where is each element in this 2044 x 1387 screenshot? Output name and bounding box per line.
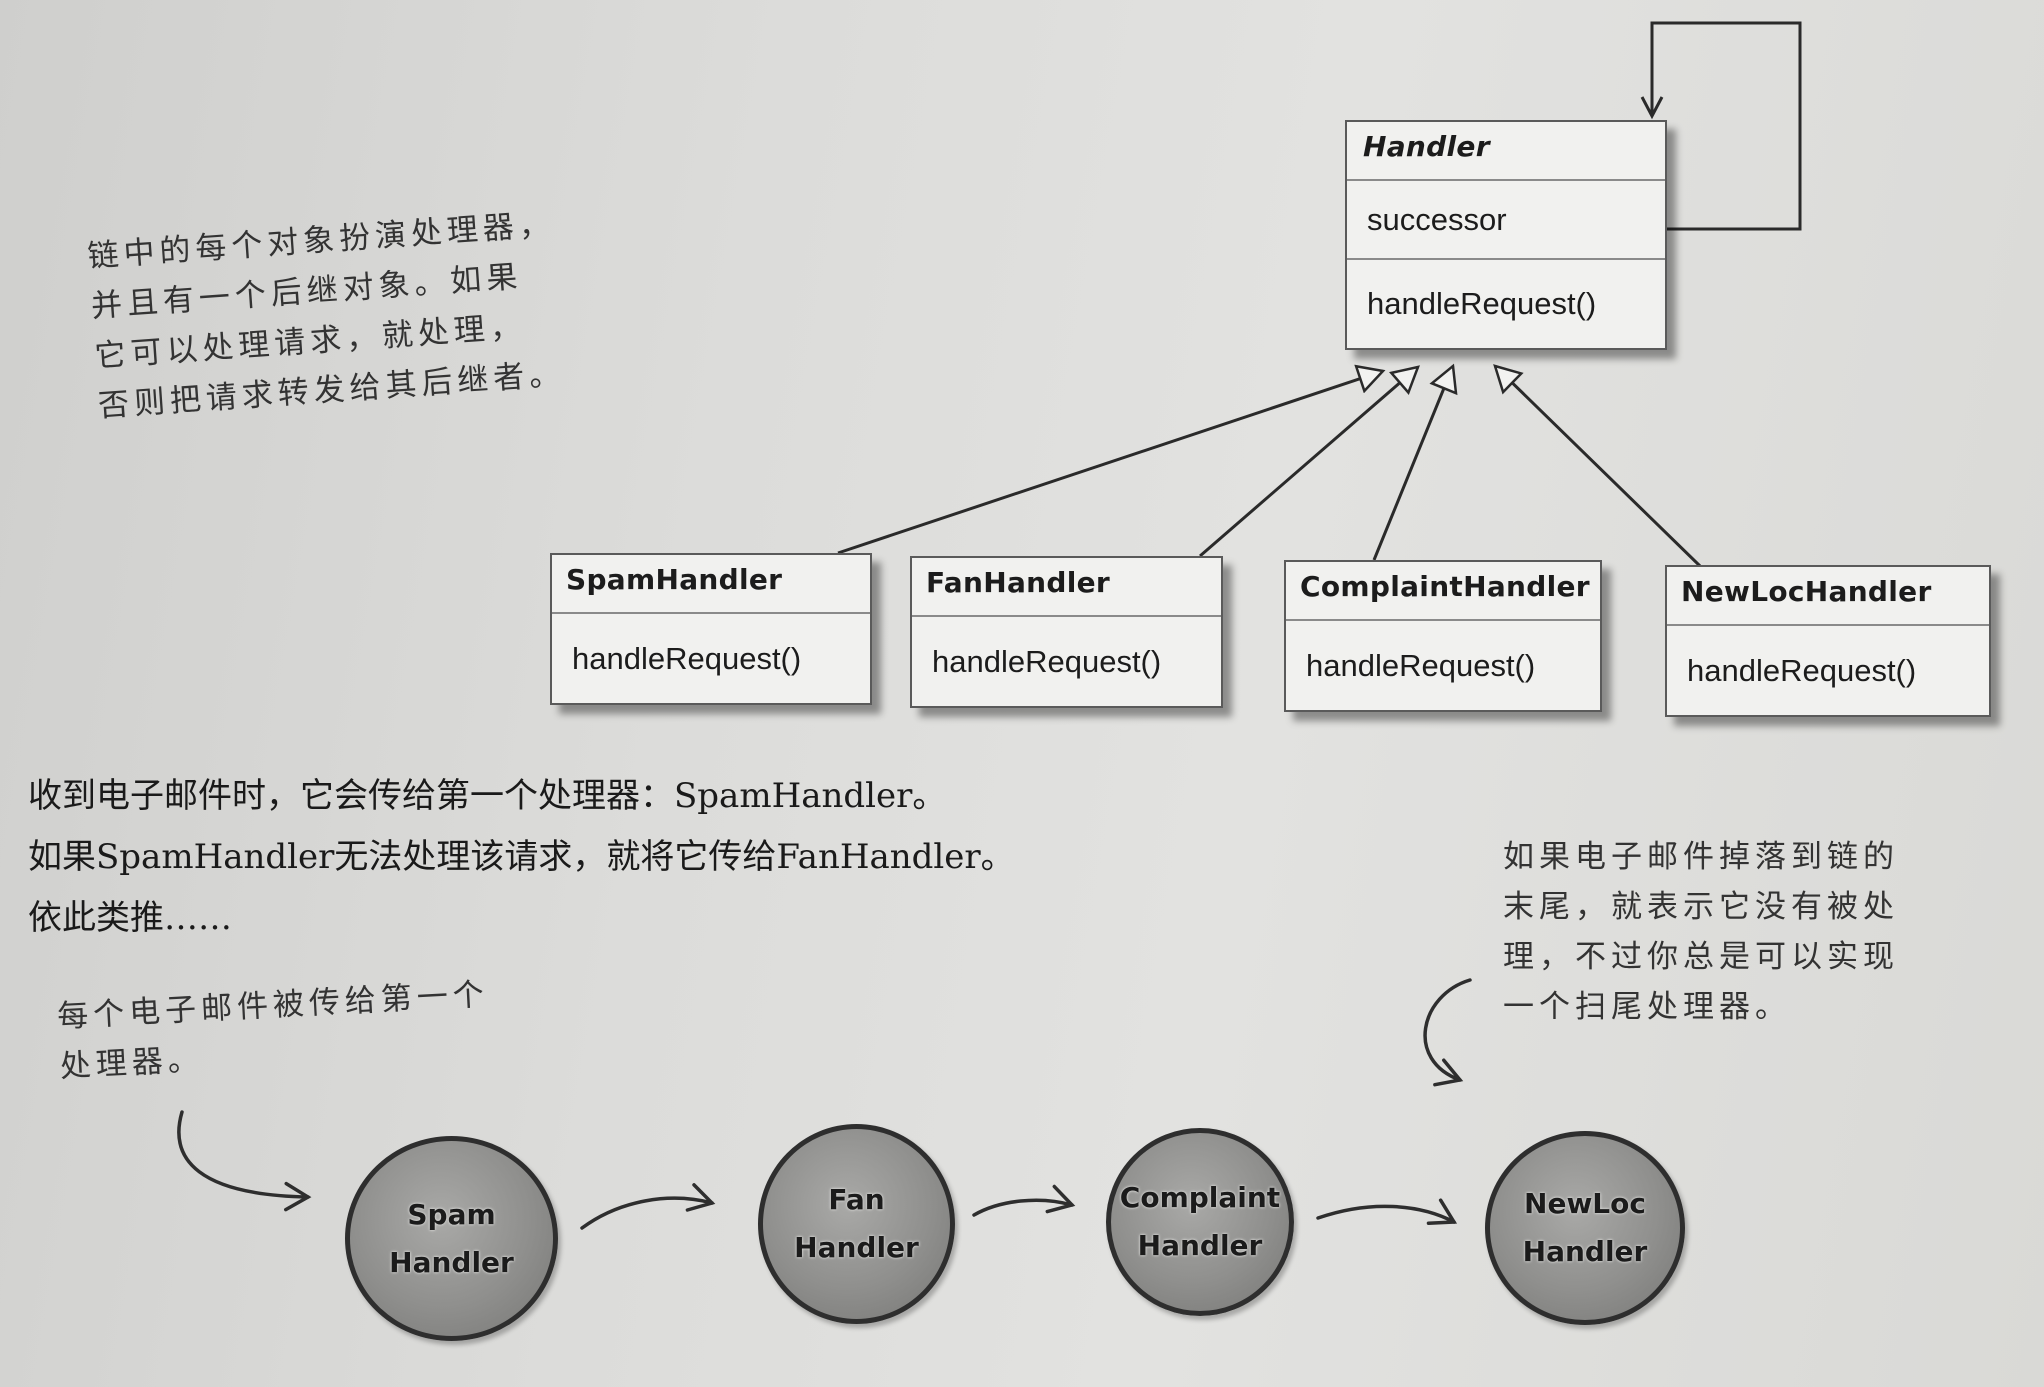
chain-node-label: Handler bbox=[794, 1231, 919, 1264]
newloc-handler-method: handleRequest() bbox=[1687, 652, 1917, 688]
chain-node-fan: Fan Handler bbox=[758, 1124, 955, 1324]
note-chain-role: 链中的每个对象扮演处理器， 并且有一个后继对象。如果 它可以处理请求，就处理， … bbox=[86, 199, 567, 431]
complaint-handler-method: handleRequest() bbox=[1306, 647, 1536, 683]
body-text-line: 依此类推…… bbox=[28, 898, 232, 938]
body-text-line: 收到电子邮件时，它会传给第一个处理器：SpamHandler。 bbox=[28, 776, 947, 816]
newloc-handler-name: NewLocHandler bbox=[1667, 567, 1989, 626]
chain-node-spam: Spam Handler bbox=[345, 1136, 558, 1341]
fan-handler-name: FanHandler bbox=[912, 558, 1221, 617]
inherit-fan bbox=[1199, 367, 1418, 558]
fan-handler-class: FanHandler handleRequest() bbox=[910, 556, 1223, 708]
chain-node-label: NewLoc bbox=[1524, 1187, 1646, 1220]
complaint-handler-class: ComplaintHandler handleRequest() bbox=[1284, 560, 1602, 712]
handler-class: Handler successor handleRequest() bbox=[1345, 120, 1667, 350]
chain-node-label: Handler bbox=[1137, 1229, 1263, 1262]
complaint-handler-name: ComplaintHandler bbox=[1286, 562, 1600, 621]
chain-arrow-3 bbox=[1316, 1198, 1458, 1225]
chain-arrow-2 bbox=[972, 1184, 1076, 1217]
chain-node-label: Spam bbox=[407, 1197, 496, 1231]
note-end-of-chain-line: 末尾，就表示它没有被处 bbox=[1503, 889, 1899, 925]
body-text-line: 如果SpamHandler无法处理该请求，就将它传给FanHandler。 bbox=[28, 837, 1015, 877]
inherit-spam bbox=[837, 371, 1383, 555]
chain-node-label: Handler bbox=[1522, 1235, 1648, 1268]
inherit-newloc bbox=[1495, 366, 1702, 568]
note-arrow-end bbox=[1423, 978, 1472, 1087]
newloc-handler-class: NewLocHandler handleRequest() bbox=[1665, 565, 1991, 717]
chain-node-label: Complaint bbox=[1119, 1181, 1281, 1214]
handler-class-name: Handler bbox=[1347, 122, 1665, 181]
note-arrow-first bbox=[177, 1110, 312, 1212]
chain-arrow-1 bbox=[580, 1183, 716, 1230]
note-end-of-chain: 如果电子邮件掉落到链的 末尾，就表示它没有被处 理，不过你总是可以实现 一个扫尾… bbox=[1503, 832, 1899, 1032]
spam-handler-class: SpamHandler handleRequest() bbox=[550, 553, 872, 705]
spam-handler-name: SpamHandler bbox=[552, 555, 870, 614]
note-end-of-chain-line: 理，不过你总是可以实现 bbox=[1503, 939, 1899, 975]
spam-handler-method: handleRequest() bbox=[572, 640, 802, 676]
handler-method: handleRequest() bbox=[1367, 286, 1597, 321]
inherit-complaint bbox=[1372, 366, 1453, 561]
handler-attribute: successor bbox=[1347, 181, 1665, 260]
chain-node-label: Handler bbox=[389, 1245, 514, 1279]
fan-handler-method: handleRequest() bbox=[932, 643, 1162, 679]
chain-node-newloc: NewLoc Handler bbox=[1485, 1131, 1685, 1325]
note-end-of-chain-line: 如果电子邮件掉落到链的 bbox=[1503, 839, 1899, 875]
body-text: 收到电子邮件时，它会传给第一个处理器：SpamHandler。 如果SpamHa… bbox=[28, 766, 1015, 949]
successor-association bbox=[1640, 21, 1802, 231]
note-end-of-chain-line: 一个扫尾处理器。 bbox=[1503, 989, 1791, 1025]
chain-node-complaint: Complaint Handler bbox=[1106, 1128, 1294, 1316]
chain-node-label: Fan bbox=[828, 1183, 885, 1216]
